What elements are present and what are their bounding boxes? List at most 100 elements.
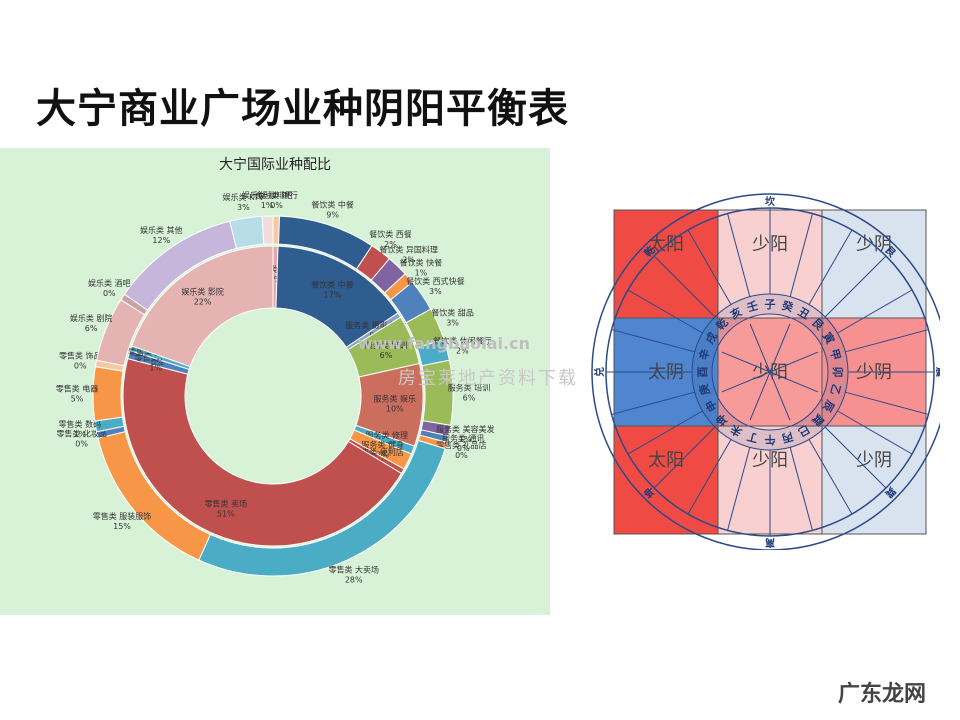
outer-ring-slice-value: 15% — [113, 522, 131, 531]
inner-ring-slice-label: 金融类 银行 — [254, 264, 297, 274]
direction-line — [808, 439, 853, 515]
direction-line — [789, 447, 813, 531]
outer-ring-slice-value: 1% — [459, 435, 472, 444]
outer-ring-slice-value: 6% — [463, 393, 476, 402]
outer-ring-slice-label: 娱乐类 KTV — [223, 192, 265, 202]
direction-line — [808, 229, 853, 305]
outer-ring-slice-label: 服务类 培训 — [448, 382, 491, 392]
outer-ring-slice-label: 娱乐类 酒吧 — [88, 278, 131, 288]
direction-line — [824, 426, 887, 489]
outer-ring-slice-label: 娱乐类 咖啡吧 — [242, 190, 293, 200]
outer-ring-slice-value: 0% — [457, 444, 470, 453]
outer-ring-slice-label: 金融类 银行 — [255, 190, 298, 200]
grid-cell — [821, 209, 927, 319]
direction-line — [611, 329, 695, 353]
yin-yang-diagram: 太阳少阳少阴太阴少阳少阴太阳少阳少阴子癸丑艮寅甲卯乙辰巽巳丙午丁未坤申庚酉辛戌乾… — [591, 193, 940, 550]
outer-ring-slice-label: 零售类 数码 — [59, 419, 102, 429]
outer-ring-slice-label: 餐饮类 甜品 — [431, 307, 474, 317]
direction-line — [837, 289, 913, 334]
inner-ring-slice-value: 0% — [269, 275, 282, 284]
trigram-character: 震 — [934, 367, 940, 378]
inner-ring-slice-value: 10% — [386, 404, 404, 413]
inner-ring-slice-label: 零售类 便利店 — [353, 447, 404, 457]
outer-ring-slice-label: 零售类 服装服饰 — [93, 511, 152, 521]
outer-circle — [591, 193, 940, 550]
outer-ring-slice-value: 3% — [429, 287, 442, 296]
ring-character: 酉 — [696, 367, 709, 378]
inner-ring-slice-label: 娱乐类 影院 — [181, 286, 224, 296]
character-ring-band — [692, 294, 848, 450]
inner-ring-slice-label: 服务类 娱乐 — [373, 393, 416, 403]
direction-line — [789, 213, 813, 297]
page-title: 大宁商业广场业种阴阳平衡表 — [36, 86, 569, 132]
outer-ring-slice-value: 1% — [261, 201, 274, 210]
center-line — [769, 371, 791, 421]
outer-ring-slice-value: 0% — [270, 201, 283, 210]
inner-ring-slice-label: 餐饮类 中餐 — [311, 279, 354, 289]
inner-ring-slice-value: 22% — [194, 297, 212, 306]
outer-ring-slice-value: 3% — [446, 318, 459, 327]
trigram-character: 兑 — [593, 367, 606, 377]
ring-character: 丁 — [746, 429, 760, 444]
direction-line — [627, 410, 703, 455]
inner-ring-slice — [130, 245, 274, 368]
grid-cell — [613, 425, 719, 535]
outer-ring-slice-value: 1% — [415, 268, 428, 277]
outer-ring-slice-value: 28% — [345, 576, 363, 585]
direction-line — [687, 439, 732, 515]
outer-ring-slice-label: 零售类 电器 — [56, 384, 99, 394]
direction-line — [727, 447, 751, 531]
direction-line — [845, 391, 929, 415]
ring-character: 子 — [765, 298, 776, 311]
inner-ring-slice-label: 服务类 健身 — [361, 439, 404, 449]
outer-ring-slice-label: 餐饮类 休闲餐厅 — [433, 335, 492, 345]
ring-character: 丙 — [780, 429, 794, 444]
outer-ring-slice — [229, 215, 265, 250]
outer-ring-slice-label: 餐饮类 西式快餐 — [406, 276, 465, 286]
direction-line — [727, 213, 751, 297]
direction-line — [837, 410, 913, 455]
center-line — [769, 371, 819, 393]
chart-title: 大宁国际业种配比 — [219, 157, 331, 173]
outer-ring-slice-label: 零售类 饰品 — [59, 351, 102, 361]
character-ring — [711, 313, 829, 431]
outer-ring-slice-label: 餐饮类 快餐 — [400, 257, 443, 267]
outer-ring-slice — [261, 215, 274, 245]
outer-ring-slice-value: 6% — [85, 324, 98, 333]
ring-character: 午 — [765, 433, 776, 447]
inner-ring-slice — [122, 358, 403, 547]
center-line — [769, 323, 791, 373]
outer-ring-slice-label: 餐饮类 中餐 — [311, 199, 354, 209]
outer-ring-slice-label: 餐饮类 西餐 — [369, 229, 412, 239]
grid-cell — [821, 425, 927, 535]
grid-cell — [613, 209, 719, 319]
outer-ring-slice-label: 餐饮类 异国料理 — [379, 244, 438, 254]
outer-ring-slice-value: 0% — [75, 439, 88, 448]
outer-ring-slice-value: 2% — [402, 255, 415, 264]
outer-ring-slice-label: 服务类 美容美发 — [436, 424, 495, 434]
center-line — [721, 371, 771, 393]
watermark: www.fangbaolai.cn — [358, 334, 530, 353]
character-ring — [691, 293, 849, 451]
center-line — [749, 371, 771, 421]
ring-character: 辛 — [696, 347, 712, 361]
outer-ring-slice-value: 9% — [326, 210, 339, 219]
ring-character: 庚 — [696, 382, 712, 396]
inner-ring-slice-value: 51% — [217, 510, 235, 519]
inner-ring-slice-label: 零售类 卖场 — [205, 499, 248, 509]
ring-character: 卯 — [831, 367, 845, 378]
inner-ring-slice-label: 服务类 培训 — [365, 340, 408, 350]
ring-character: 癸 — [780, 298, 796, 315]
inner-ring-slice-value: 17% — [324, 290, 342, 299]
outer-ring-slice-value: 1% — [73, 430, 86, 439]
direction-line — [845, 329, 929, 353]
ring-character: 壬 — [745, 298, 759, 314]
footer-logo: 广东龙网 — [837, 682, 926, 707]
outer-ring-slice-value: 5% — [71, 395, 84, 404]
outer-ring-slice-value: 12% — [152, 236, 170, 245]
center-line — [749, 323, 771, 373]
center-line — [769, 351, 819, 373]
watermark-subtext: 房宝莱地产资料下载 — [398, 368, 578, 389]
inner-ring-slice-label: 服务类 修理 — [366, 430, 409, 440]
